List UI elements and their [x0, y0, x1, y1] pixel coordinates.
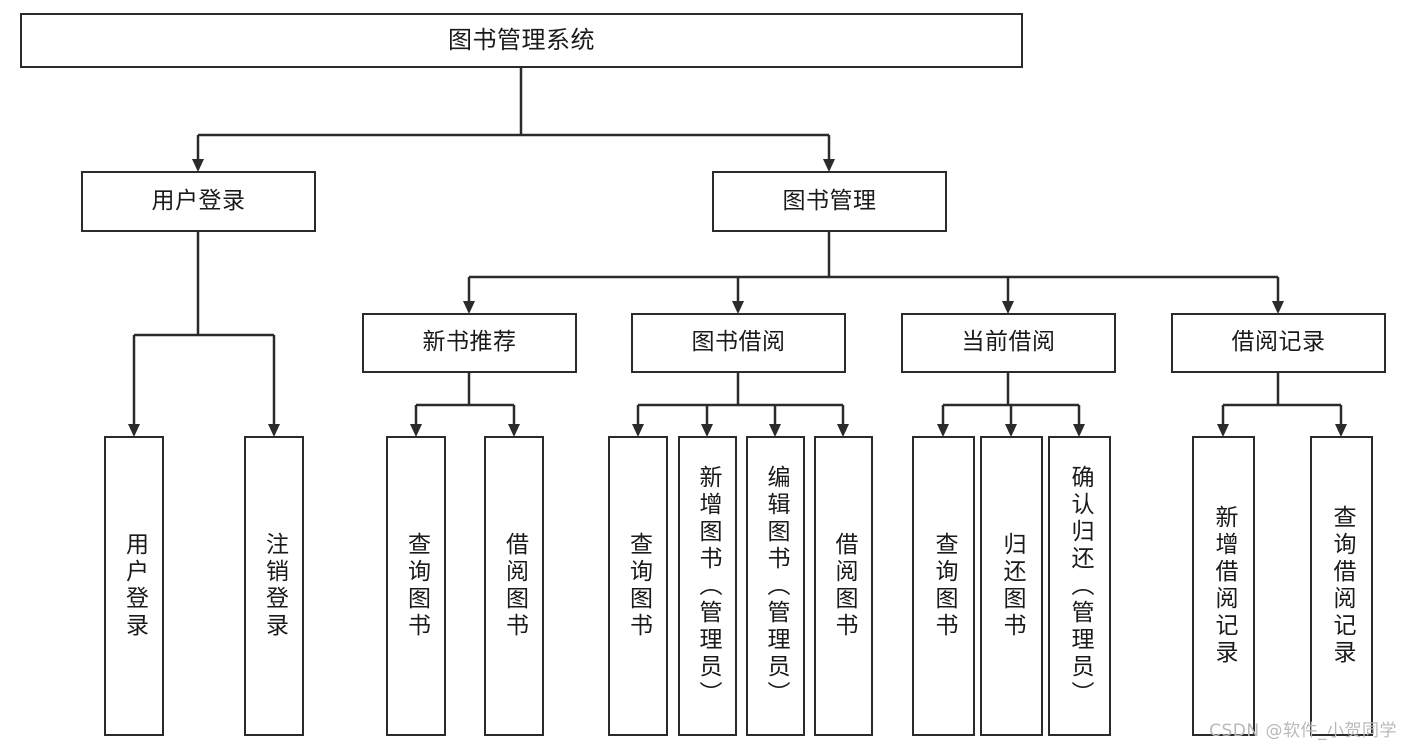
node-label: 查询借阅记录 [1329, 505, 1355, 667]
node-new-book-recommendation[interactable]: 新书推荐 [362, 313, 577, 373]
node-label: 查询图书 [931, 532, 957, 640]
node-label: 图书管理系统 [448, 26, 595, 55]
node-label: 用户登录 [151, 187, 246, 214]
csdn-watermark: CSDN @软件_小贺同学 [1209, 721, 1397, 741]
node-label: 归还图书 [999, 532, 1025, 640]
node-current-borrowing[interactable]: 当前借阅 [901, 313, 1116, 373]
node-leaf-return-book[interactable]: 归还图书 [980, 436, 1043, 736]
node-leaf-logout[interactable]: 注销登录 [244, 436, 304, 736]
node-label: 新增借阅记录 [1211, 505, 1237, 667]
node-leaf-add-book-admin[interactable]: 新增图书（管理员） [678, 436, 737, 736]
node-leaf-query-borrow-record[interactable]: 查询借阅记录 [1310, 436, 1373, 736]
node-label: 借阅图书 [501, 532, 528, 640]
node-leaf-borrow-book-1[interactable]: 借阅图书 [484, 436, 544, 736]
node-leaf-borrow-book-2[interactable]: 借阅图书 [814, 436, 873, 736]
node-book-borrowing[interactable]: 图书借阅 [631, 313, 846, 373]
node-label: 新增图书（管理员） [695, 464, 721, 708]
node-leaf-query-book-2[interactable]: 查询图书 [608, 436, 668, 736]
node-label: 图书管理 [782, 187, 877, 214]
node-leaf-add-borrow-record[interactable]: 新增借阅记录 [1192, 436, 1255, 736]
node-label: 用户登录 [121, 532, 148, 640]
node-label: 当前借阅 [961, 329, 1056, 356]
node-label: 注销登录 [261, 532, 288, 640]
node-label: 借阅记录 [1231, 329, 1326, 356]
node-leaf-confirm-return-admin[interactable]: 确认归还（管理员） [1048, 436, 1111, 736]
node-user-login[interactable]: 用户登录 [81, 171, 316, 232]
node-leaf-user-login[interactable]: 用户登录 [104, 436, 164, 736]
node-leaf-edit-book-admin[interactable]: 编辑图书（管理员） [746, 436, 805, 736]
node-borrowing-records[interactable]: 借阅记录 [1171, 313, 1386, 373]
node-leaf-query-book-1[interactable]: 查询图书 [386, 436, 446, 736]
node-label: 确认归还（管理员） [1067, 464, 1093, 708]
node-root-book-management-system[interactable]: 图书管理系统 [20, 13, 1023, 68]
node-label: 借阅图书 [831, 532, 857, 640]
node-label: 新书推荐 [422, 329, 517, 356]
node-label: 图书借阅 [691, 329, 786, 356]
node-leaf-query-book-3[interactable]: 查询图书 [912, 436, 975, 736]
node-label: 查询图书 [625, 532, 652, 640]
node-book-management[interactable]: 图书管理 [712, 171, 947, 232]
node-label: 查询图书 [403, 532, 430, 640]
node-label: 编辑图书（管理员） [763, 464, 789, 708]
